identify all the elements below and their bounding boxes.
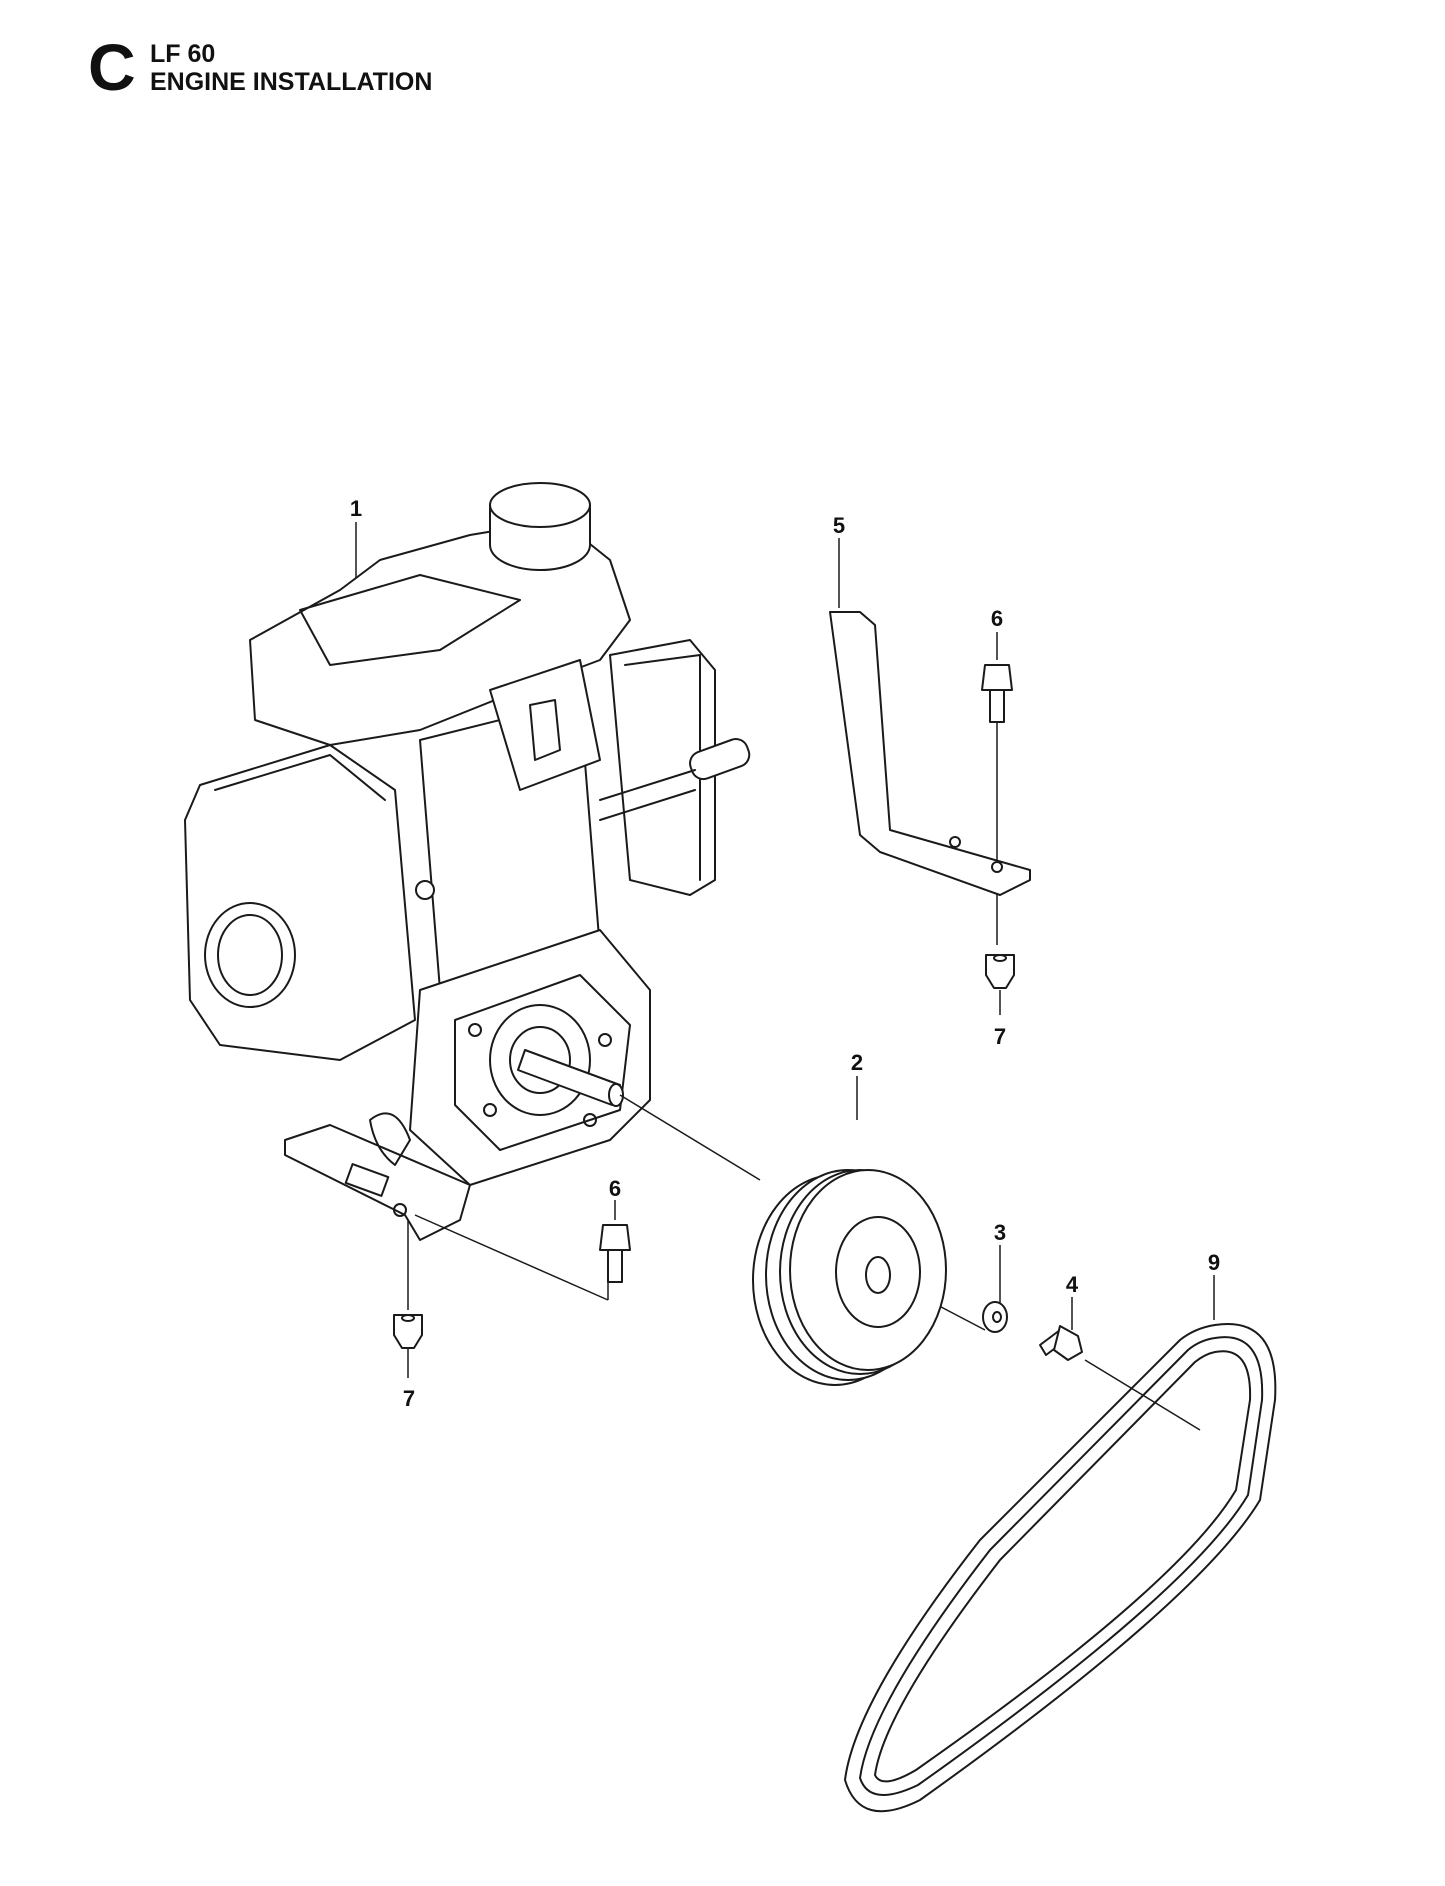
nut-lower-drawing — [393, 1314, 423, 1349]
washer-drawing — [982, 1301, 1008, 1333]
callout-2: 2 — [851, 1050, 863, 1075]
engine-drawing — [184, 482, 751, 1241]
pulley-bolt-drawing — [1039, 1325, 1083, 1361]
callout-7-upper: 7 — [994, 1024, 1006, 1049]
bolt-lower-drawing — [599, 1224, 631, 1283]
callout-3: 3 — [994, 1220, 1006, 1245]
nut-upper-drawing — [985, 954, 1015, 989]
section-letter: C — [88, 30, 136, 104]
callout-7-lower: 7 — [403, 1386, 415, 1411]
callout-5: 5 — [833, 513, 845, 538]
bracket-drawing — [829, 611, 1031, 896]
bolt-upper-drawing — [981, 664, 1013, 723]
callout-6-upper: 6 — [991, 606, 1003, 631]
page-title: ENGINE INSTALLATION — [150, 68, 433, 96]
callout-4: 4 — [1066, 1272, 1079, 1297]
model-name: LF 60 — [150, 40, 216, 68]
callout-9: 9 — [1208, 1250, 1220, 1275]
callout-6-lower: 6 — [609, 1176, 621, 1201]
v-belt-drawing — [844, 1322, 1277, 1813]
callout-1: 1 — [350, 496, 362, 521]
pulley-drawing — [752, 1169, 947, 1386]
